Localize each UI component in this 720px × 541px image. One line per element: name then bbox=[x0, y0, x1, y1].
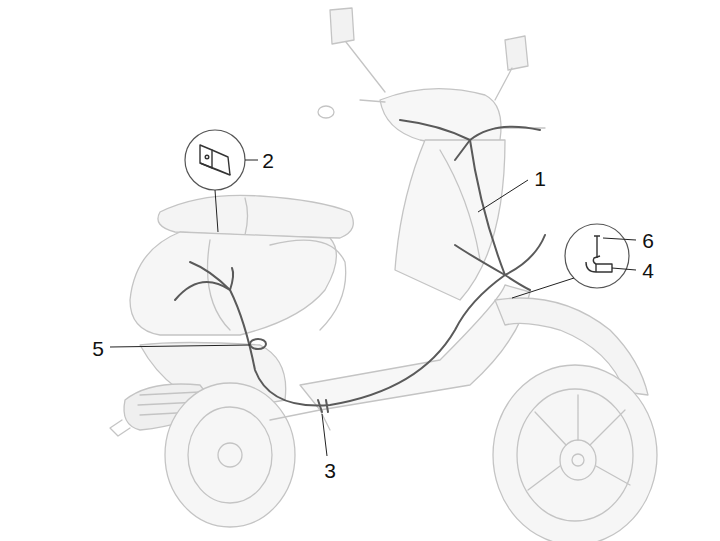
callout-number: 2 bbox=[262, 150, 274, 171]
callout-number: 1 bbox=[534, 168, 546, 189]
callout-number: 3 bbox=[324, 460, 336, 481]
callout-number: 5 bbox=[92, 338, 104, 359]
callout-number: 4 bbox=[642, 260, 654, 281]
callout-number: 6 bbox=[642, 230, 654, 251]
